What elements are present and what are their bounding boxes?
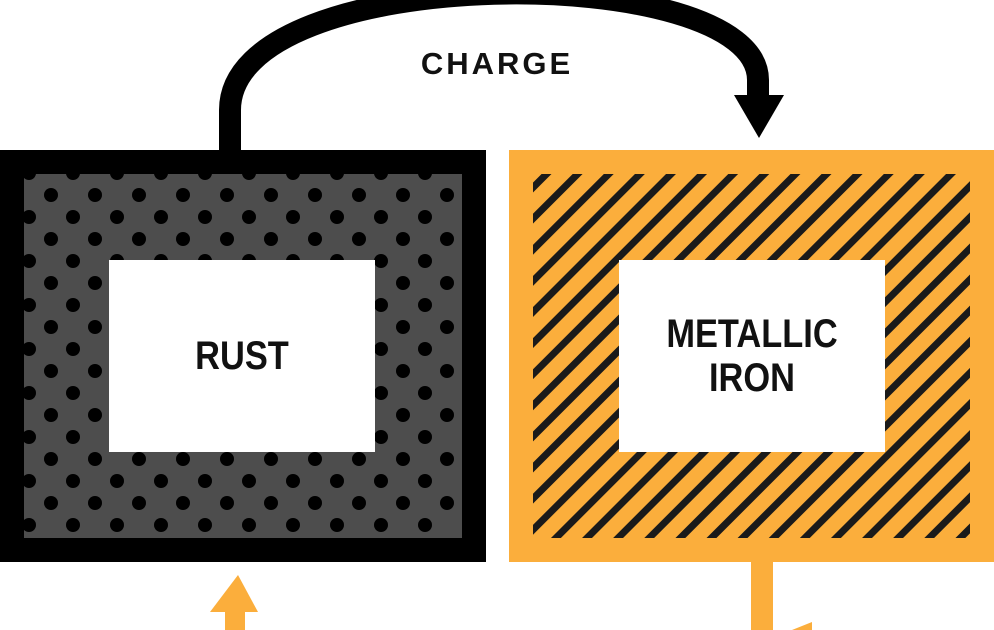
charge-arrow [219, 0, 784, 152]
charge-label: CHARGE [420, 46, 574, 81]
rust-label-panel [109, 260, 375, 452]
discharge-arrow [210, 562, 812, 630]
discharge-arrowhead-icon [210, 575, 258, 612]
rust-box [0, 150, 486, 562]
iron-label-line1: METALLIC [666, 312, 838, 356]
charge-arrowhead-icon [734, 95, 784, 138]
iron-label-panel [619, 260, 885, 452]
iron-label-line2: IRON [709, 356, 795, 400]
iron-label: METALLIC IRON [638, 260, 867, 452]
rust-label-text: RUST [195, 334, 289, 378]
iron-box [509, 150, 994, 562]
rust-label: RUST [128, 260, 357, 452]
discharge-arrow-tip [792, 622, 812, 630]
